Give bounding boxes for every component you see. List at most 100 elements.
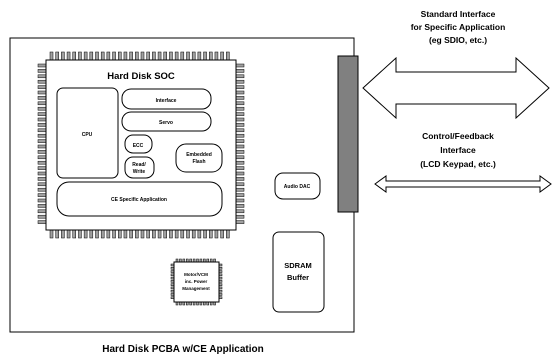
- ecc-block: [124, 134, 153, 154]
- soc-pin: [112, 51, 116, 61]
- servo-block: [121, 111, 212, 132]
- soc-pin: [235, 139, 245, 143]
- soc-pin: [95, 51, 99, 61]
- soc-pin: [203, 51, 207, 61]
- soc-pin: [55, 51, 59, 61]
- ce-app-label: CE Specific Application: [111, 197, 167, 203]
- soc-pin: [37, 160, 47, 165]
- standard-interface-line-1: Standard Interface: [421, 9, 496, 19]
- soc-pin: [174, 229, 179, 239]
- soc-pin: [37, 214, 47, 219]
- soc-pin: [49, 51, 54, 61]
- soc-pin: [72, 51, 76, 61]
- motor-chip-label-3: Management: [182, 286, 210, 291]
- soc-pin: [191, 51, 196, 61]
- soc-pin: [235, 85, 245, 89]
- soc-pin: [235, 182, 245, 187]
- soc-pin: [209, 51, 213, 61]
- control-interface-arrow: [374, 175, 552, 193]
- soc-pin: [235, 209, 245, 214]
- soc-pin: [72, 229, 76, 239]
- soc-pin: [37, 128, 47, 133]
- sdram-label-1: SDRAM: [284, 261, 312, 270]
- soc-pin: [235, 74, 245, 79]
- soc-pin: [235, 63, 245, 68]
- soc-pin: [118, 51, 122, 61]
- soc-pin: [66, 51, 71, 61]
- soc-pin: [235, 112, 245, 116]
- sdram-label-2: Buffer: [287, 273, 309, 282]
- soc-pin: [100, 51, 105, 61]
- embedded-flash-block: [175, 143, 223, 173]
- interface-block: [121, 88, 212, 110]
- soc-pin: [235, 171, 245, 176]
- soc-pin: [55, 229, 59, 239]
- soc-pin: [235, 96, 245, 100]
- control-interface-line-2: Interface: [440, 145, 476, 155]
- soc-pin: [235, 220, 245, 224]
- soc-pin: [37, 177, 47, 181]
- soc-pin: [197, 51, 202, 61]
- soc-pin: [37, 204, 47, 208]
- soc-pin: [106, 51, 111, 61]
- motor-chip-label-1: Motor/VCM: [184, 272, 208, 277]
- soc-pin: [235, 214, 245, 219]
- soc-pin: [226, 51, 230, 61]
- soc-pin: [220, 51, 224, 61]
- soc-pin: [169, 51, 173, 61]
- soc-pin: [235, 155, 245, 160]
- read-write-label-2: Write: [133, 169, 146, 175]
- soc-pin: [235, 204, 245, 208]
- soc-pin: [37, 96, 47, 100]
- soc-pin: [235, 150, 245, 154]
- soc-pin: [235, 160, 245, 165]
- soc-pin: [140, 51, 145, 61]
- embedded-flash-label-2: Flash: [192, 159, 205, 165]
- soc-pin: [235, 123, 245, 127]
- edge-connector: [337, 55, 359, 213]
- soc-pins: [37, 51, 245, 239]
- soc-pin: [214, 51, 219, 61]
- soc-pin: [37, 139, 47, 143]
- soc-pin: [95, 229, 99, 239]
- soc-pin: [37, 63, 47, 68]
- soc-pin: [37, 90, 47, 95]
- soc-pin: [106, 229, 111, 239]
- soc-pin: [37, 182, 47, 187]
- motor-chip: [173, 261, 220, 303]
- soc-pin: [129, 51, 133, 61]
- soc-pin: [163, 51, 167, 61]
- soc-pin: [37, 123, 47, 127]
- soc-pin: [78, 51, 82, 61]
- soc-pin: [214, 229, 219, 239]
- soc-pin: [37, 117, 47, 122]
- soc-pin: [129, 229, 133, 239]
- ce-app-block: [56, 181, 223, 217]
- soc-pin: [135, 51, 139, 61]
- soc-title: Hard Disk SOC: [107, 71, 175, 82]
- soc-pin: [37, 133, 47, 138]
- soc-pin: [180, 229, 185, 239]
- soc-pin: [37, 155, 47, 160]
- embedded-flash-label-1: Embedded: [186, 152, 212, 158]
- soc-pin: [186, 229, 190, 239]
- soc-pin: [37, 171, 47, 176]
- soc-pin: [123, 229, 128, 239]
- read-write-block: [124, 156, 155, 179]
- soc-pin: [37, 166, 47, 170]
- soc-pin: [118, 229, 122, 239]
- soc-pin: [135, 229, 139, 239]
- soc-pin: [235, 69, 245, 73]
- soc-pin: [49, 229, 54, 239]
- soc-pin: [152, 229, 156, 239]
- soc-pin: [235, 187, 245, 192]
- servo-label: Servo: [159, 120, 173, 126]
- soc-pin: [37, 187, 47, 192]
- soc-pin: [235, 198, 245, 203]
- standard-interface-arrow: [362, 56, 550, 120]
- soc-pin: [174, 51, 179, 61]
- soc-pin: [100, 229, 105, 239]
- motor-chip-label-2: inc. Power: [185, 279, 208, 284]
- soc-pin: [66, 229, 71, 239]
